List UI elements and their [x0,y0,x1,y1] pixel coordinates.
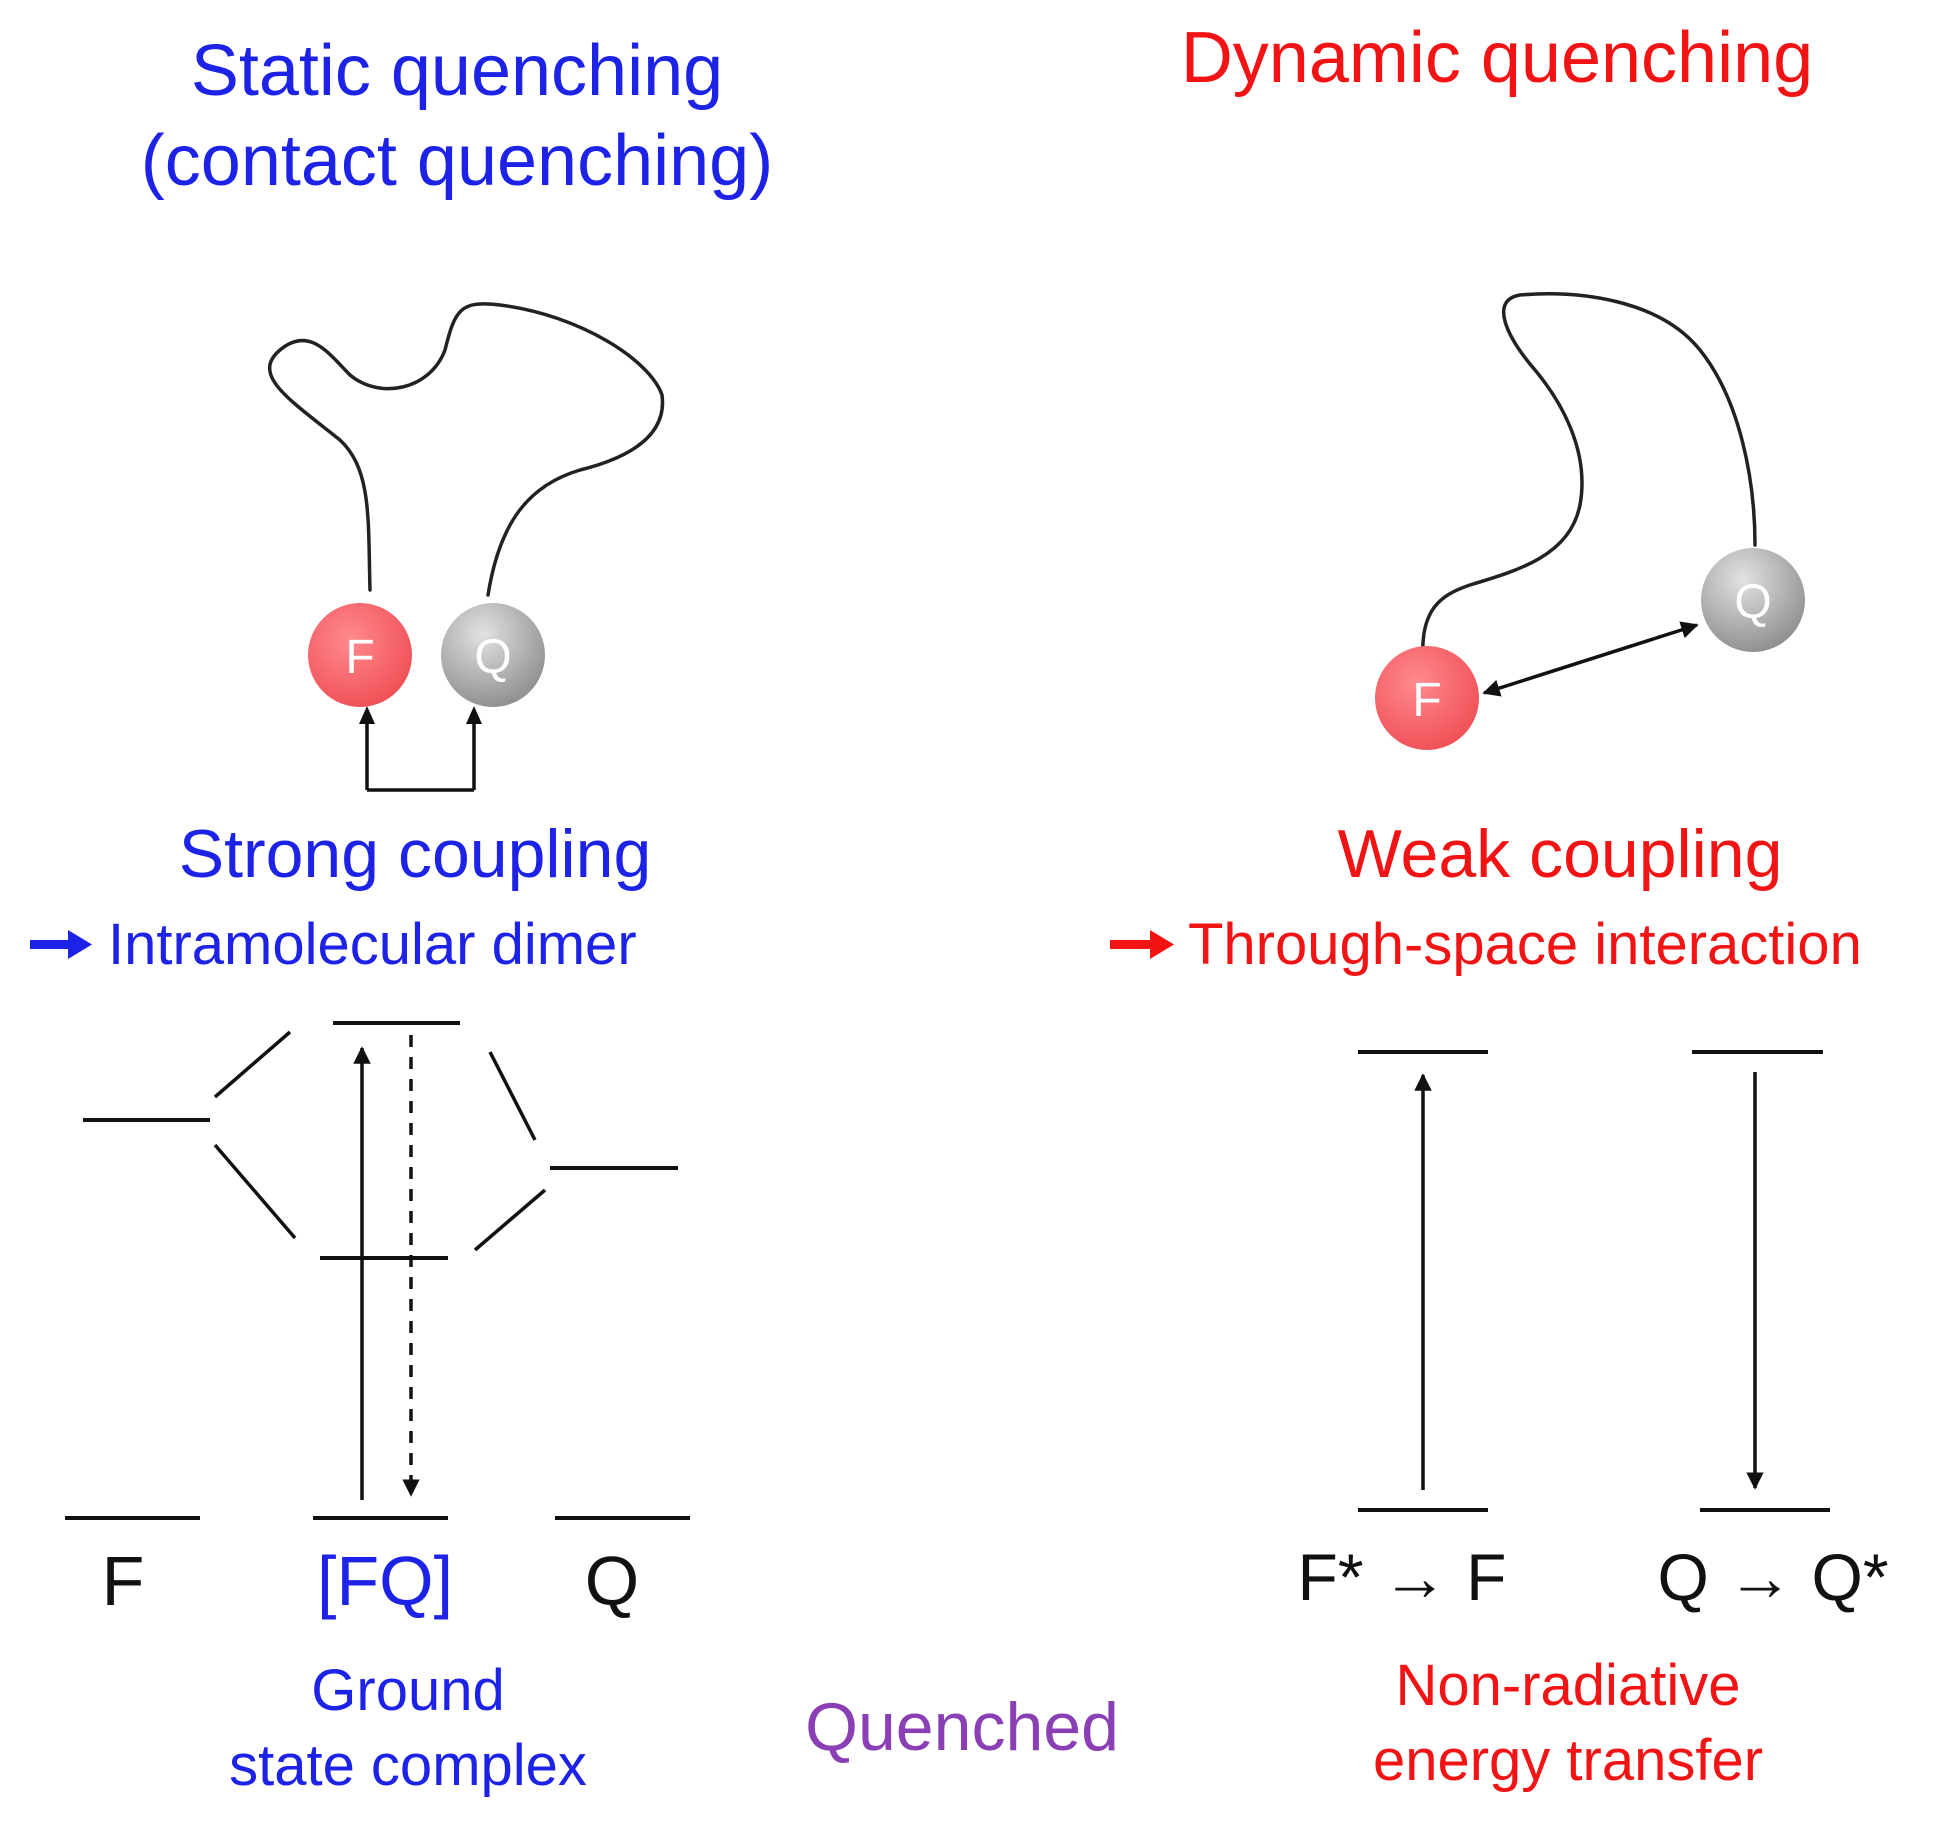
static-label-f: F [102,1542,145,1620]
dynamic-fluorophore-circle [1375,646,1479,750]
dynamic-interaction-arrow [1482,621,1699,697]
static-molecule-chain [267,302,665,597]
dynamic-coupling-label: Weak coupling [1338,816,1783,892]
static-correlation-line [213,1030,292,1099]
dynamic-caption-line2: energy transfer [1373,1728,1763,1793]
dynamic-quenching-panel: Dynamic quenching Q F Weak coupling Thro… [1110,18,1889,1793]
dynamic-molecule-chain [1420,292,1757,662]
static-result-arrow [30,930,92,959]
dynamic-quencher-circle [1701,548,1805,652]
dynamic-result-label: Through-space interaction [1188,912,1862,977]
static-fluorophore-label: F [345,631,374,684]
dynamic-label-f-transition: F* → F [1298,1540,1507,1614]
static-correlation-line [213,1143,297,1240]
static-caption-line2: state complex [229,1733,587,1798]
dynamic-caption-line1: Non-radiative [1396,1653,1741,1718]
dynamic-fluorophore-label: F [1412,674,1441,727]
static-caption-line1: Ground [311,1658,504,1723]
static-title-line1: Static quenching [191,31,723,111]
dynamic-label-q-transition: Q → Q* [1657,1540,1888,1614]
dynamic-energy-diagram [1358,1050,1830,1512]
static-coupling-label: Strong coupling [179,816,652,892]
static-energy-diagram [65,1021,690,1520]
static-quencher-circle [441,603,545,707]
static-correlation-line [488,1051,537,1141]
static-correlation-line [473,1188,547,1252]
dynamic-title: Dynamic quenching [1181,18,1813,98]
dynamic-result-arrow [1110,930,1174,959]
static-quencher-label: Q [474,631,511,684]
quenched-label: Quenched [805,1689,1119,1765]
static-result-label: Intramolecular dimer [108,912,637,977]
static-arrowhead-right [466,706,482,724]
static-fluorophore-circle [308,603,412,707]
static-label-q: Q [585,1542,639,1620]
dynamic-quencher-label: Q [1734,576,1771,629]
static-arrowhead-left [359,706,375,724]
static-title-line2: (contact quenching) [141,121,773,201]
static-quenching-panel: Static quenching (contact quenching) F Q… [30,31,773,1798]
static-label-fq: [FQ] [317,1542,453,1620]
